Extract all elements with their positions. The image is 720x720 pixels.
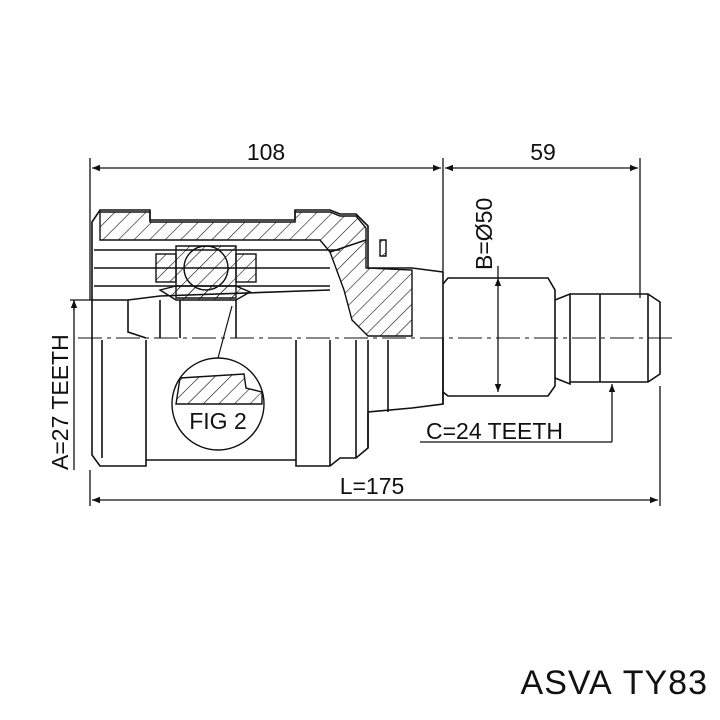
fig2-label: FIG 2 (189, 408, 247, 434)
dim-length-label: L=175 (340, 473, 405, 499)
dim-teeth-c-label: C=24 TEETH (426, 418, 563, 444)
teeth-a-dimension (70, 299, 92, 470)
housing-section (99, 211, 413, 337)
shaft (442, 272, 661, 404)
top-dimensions (89, 158, 641, 300)
brand-name: ASVA (520, 664, 613, 702)
fig2-detail (171, 305, 265, 451)
teeth-c-dimension (420, 384, 616, 443)
dim-59-label: 59 (530, 139, 556, 165)
dim-108-label: 108 (247, 139, 285, 165)
dim-teeth-a-label: A=27 TEETH (47, 334, 73, 470)
length-dimension (89, 386, 661, 506)
dim-diameter-label: B=Ø50 (471, 198, 497, 270)
part-number: TY83 (622, 664, 708, 702)
